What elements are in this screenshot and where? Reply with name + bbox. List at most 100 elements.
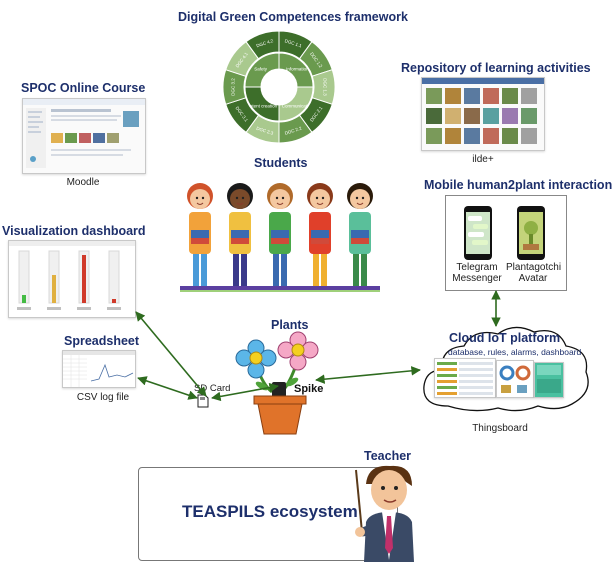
plantagotchi-caption: Plantagotchi Avatar — [506, 262, 562, 284]
tb-row — [437, 386, 457, 389]
dashboard-bar-label — [17, 307, 31, 310]
blue-flower-icon — [235, 339, 277, 379]
spike-label: Spike — [294, 383, 324, 395]
ilde-tile — [426, 108, 442, 124]
ilde-tile — [483, 128, 499, 144]
dashboard-bar-label — [47, 307, 61, 310]
moodle-caption: Moodle — [66, 177, 100, 188]
tb-row-value — [459, 362, 493, 365]
spreadsheet-title: Spreadsheet — [64, 334, 140, 348]
mobile-title: Mobile human2plant interaction — [424, 178, 612, 192]
framework-title: Digital Green Competences framework — [178, 10, 408, 24]
sdcard-icon[interactable] — [197, 394, 209, 408]
arrow-spike-cloud — [315, 366, 421, 384]
dashboard-bar — [112, 299, 116, 303]
teacher-illustration — [355, 465, 414, 562]
students-title: Students — [254, 156, 308, 170]
tb-row-value — [459, 392, 493, 395]
ilde-tile — [464, 88, 480, 104]
ilde-tile — [521, 128, 537, 144]
dashboard-bar — [82, 255, 86, 303]
cloud-title: Cloud IoT platform — [449, 331, 561, 345]
tb-row-value — [459, 380, 493, 383]
student-figure — [227, 183, 253, 286]
thingsboard-screenshot-3[interactable] — [534, 362, 564, 398]
moodle-thumbnail — [23, 99, 145, 168]
cloud-subtitle: database, rules, alarms, dashboard — [448, 347, 582, 357]
thingsboard-caption: Thingsboard — [472, 423, 528, 434]
ilde-tile — [483, 108, 499, 124]
student-figure — [267, 183, 293, 286]
student-figure — [307, 183, 333, 286]
spreadsheet-caption: CSV log file — [76, 392, 130, 403]
ilde-tile — [426, 128, 442, 144]
spreadsheet-screenshot[interactable] — [62, 350, 136, 388]
wheel-outer-label: DGC 2.2 — [284, 126, 303, 136]
tb-row-value — [459, 374, 493, 377]
mobile-box: Telegram Messenger Plantagotchi Avatar — [445, 195, 567, 291]
wheel-outer-label: DGC 1.1 — [284, 38, 303, 48]
tb-row — [437, 368, 457, 371]
pink-flower-icon — [277, 331, 319, 371]
dashboard-bar-label — [107, 307, 121, 310]
ecosystem-box — [138, 467, 398, 561]
tb-row — [437, 374, 457, 377]
wheel-inner-label: Content creation — [244, 103, 278, 108]
ilde-tile — [502, 128, 518, 144]
tb-row — [437, 362, 457, 365]
dashboard-bar-track — [108, 250, 120, 304]
moodle-screenshot[interactable] — [22, 98, 146, 174]
ilde-tile — [445, 88, 461, 104]
ilde-tile — [445, 128, 461, 144]
plantagotchi-phone-icon[interactable] — [517, 206, 545, 260]
dashboard-bar — [22, 295, 26, 303]
wheel-inner-label: Information — [286, 67, 309, 72]
dashboard-bar-label — [77, 307, 91, 310]
ecosystem-title: TEASPILS ecosystem — [182, 502, 358, 521]
repository-title: Repository of learning activities — [401, 61, 591, 75]
ilde-tile — [464, 128, 480, 144]
ilde-tile — [502, 108, 518, 124]
ilde-tile — [445, 108, 461, 124]
plants-title: Plants — [271, 318, 309, 332]
tb-row-value — [459, 368, 493, 371]
spoc-title: SPOC Online Course — [21, 81, 146, 95]
ilde-caption: ilde+ — [472, 154, 494, 165]
dashboard-bar — [52, 275, 56, 303]
wheel-outer-label: DGC 2.3 — [256, 126, 275, 136]
thingsboard-thumb-1 — [437, 362, 493, 395]
ilde-tile — [521, 88, 537, 104]
ilde-tile — [426, 88, 442, 104]
ilde-thumbnail — [422, 78, 544, 144]
wheel-outer-label: DGC 4.2 — [256, 38, 275, 48]
tb-row — [437, 380, 457, 383]
ilde-screenshot[interactable] — [421, 77, 545, 151]
thingsboard-thumb-2 — [499, 365, 531, 393]
thingsboard-thumb-3 — [537, 365, 561, 393]
telegram-caption: Telegram Messenger — [452, 262, 502, 284]
wheel-outer-label: DGC 1.3 — [323, 78, 328, 96]
spreadsheet-thumbnail — [63, 351, 135, 387]
students-illustration — [180, 183, 380, 292]
ilde-tile — [502, 88, 518, 104]
dashboard-bars — [9, 241, 135, 310]
sdcard-label: SD Card — [194, 383, 231, 394]
wheel-inner-label: Communication — [282, 103, 314, 108]
visualization-title: Visualization dashboard — [2, 224, 146, 238]
wheel-inner-label: Safety — [254, 67, 268, 72]
thingsboard-screenshot-2[interactable] — [496, 360, 534, 398]
wheel-outer-label: DGC 3.2 — [231, 78, 236, 96]
tb-row-value — [459, 386, 493, 389]
telegram-phone-icon[interactable] — [464, 206, 492, 260]
teacher-title: Teacher — [364, 449, 412, 463]
student-figure — [347, 183, 373, 286]
thingsboard-screenshot-1[interactable] — [434, 358, 496, 398]
ilde-tile — [483, 88, 499, 104]
ilde-tile — [521, 108, 537, 124]
tb-row — [437, 392, 457, 395]
student-figure — [187, 183, 213, 286]
wheel-outer-segment — [245, 30, 280, 60]
dashboard-screenshot[interactable] — [8, 240, 136, 318]
ilde-tile — [464, 108, 480, 124]
